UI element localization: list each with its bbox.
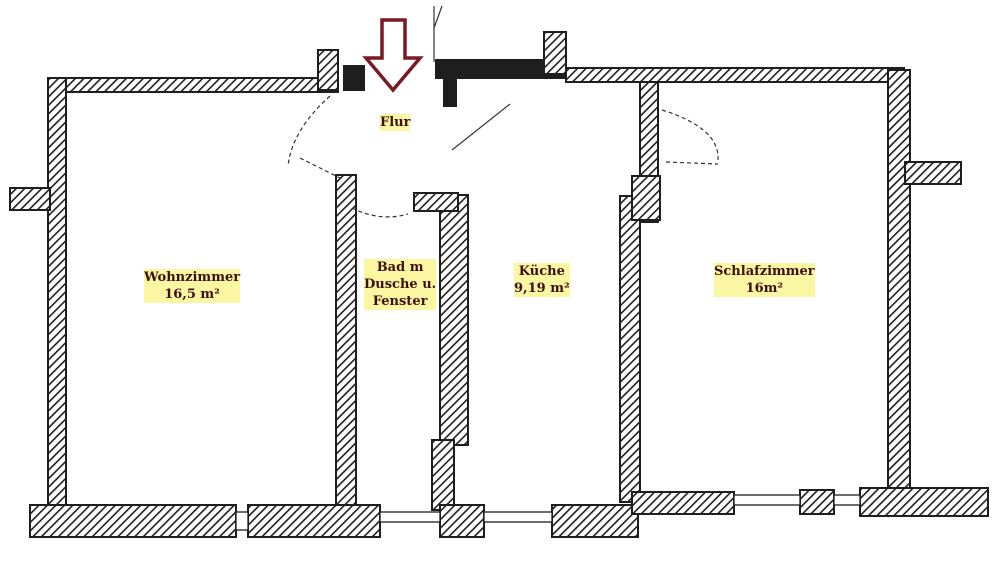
room-label-bad: Bad m Dusche u. Fenster <box>360 258 440 311</box>
room-label-wohnzimmer: Wohnzimmer 16,5 m² <box>140 268 244 304</box>
wall-kueche-stub <box>631 175 661 221</box>
wall-wohnzimmer-left <box>47 77 67 509</box>
entrance-arrow-icon <box>362 18 424 93</box>
wall-right-stub <box>904 161 962 185</box>
bad-line-3: Fenster <box>364 293 437 310</box>
wall-bad-kueche <box>439 194 469 446</box>
kueche-area: 9,19 m² <box>514 280 570 297</box>
wall-flur-post <box>443 75 457 107</box>
window-bad <box>379 511 441 523</box>
wall-wohnzimmer-top <box>47 77 339 93</box>
wall-top-right <box>565 67 905 83</box>
door-swings <box>287 5 719 218</box>
room-label-flur: Flur <box>376 113 414 132</box>
room-label-kueche: Küche 9,19 m² <box>510 262 574 298</box>
wall-bottom-3 <box>439 504 485 538</box>
window-schlafzimmer-2 <box>833 494 861 506</box>
wall-bad-kueche-lower <box>431 439 455 511</box>
schlafzimmer-area: 16m² <box>714 280 815 297</box>
wall-bottom-6 <box>799 489 835 515</box>
windows <box>235 494 861 531</box>
room-label-schlafzimmer: Schlafzimmer 16m² <box>710 262 819 298</box>
wall-corner-post-2 <box>543 31 567 75</box>
wall-bad-stub <box>413 192 459 212</box>
walls <box>9 31 989 538</box>
wall-bottom-5 <box>631 491 735 515</box>
flur-name: Flur <box>380 114 411 131</box>
wall-schlafzimmer-right <box>887 69 911 503</box>
wall-bottom-2 <box>247 504 381 538</box>
window-schlafzimmer <box>733 494 801 506</box>
wall-entrance-left <box>343 65 365 91</box>
wohnzimmer-area: 16,5 m² <box>144 286 241 303</box>
window-wohnzimmer <box>235 511 249 531</box>
wall-bottom-1 <box>29 504 237 538</box>
schlafzimmer-name: Schlafzimmer <box>714 263 815 280</box>
wall-corner-post <box>317 49 339 91</box>
bad-line-1: Bad m <box>364 259 437 276</box>
window-kueche <box>483 511 553 523</box>
wall-kueche-schlaf <box>619 195 641 503</box>
kueche-name: Küche <box>514 263 570 280</box>
wohnzimmer-name: Wohnzimmer <box>144 269 241 286</box>
wall-left-stub <box>9 187 51 211</box>
bad-line-2: Dusche u. <box>364 276 437 293</box>
wall-bottom-4 <box>551 504 639 538</box>
wall-wohnzimmer-bad <box>335 174 357 506</box>
wall-bottom-7 <box>859 487 989 517</box>
